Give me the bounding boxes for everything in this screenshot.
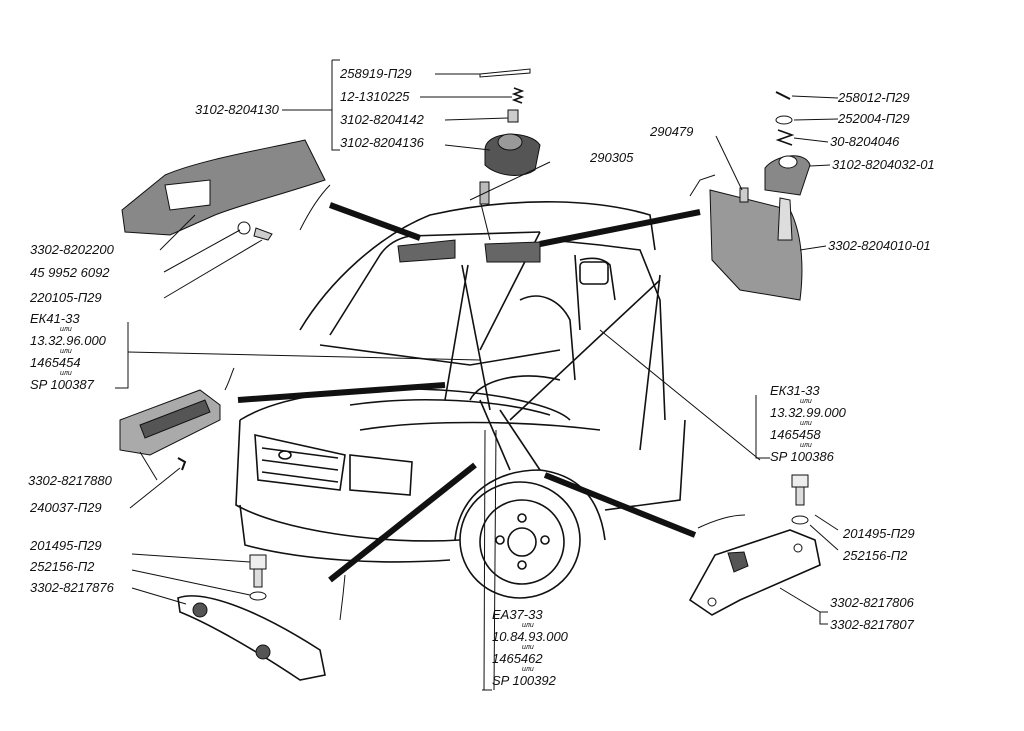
label-3302-8217876: 3302-8217876: [30, 580, 115, 595]
label-290305: 290305: [589, 150, 634, 165]
label-240037: 240037-П29: [29, 500, 102, 515]
ek31-code-0: ЕК31-33: [770, 383, 820, 398]
belt-ea37-stack: ЕА37-33 или 10.84.93.000 или 1465462 или…: [492, 607, 569, 688]
label-220105: 220105-П29: [29, 290, 102, 305]
ea37-or-0: или: [522, 622, 534, 629]
label-258012: 258012-П29: [837, 90, 910, 105]
ea37-or-2: или: [522, 666, 534, 673]
label-258919: 258919-П29: [339, 66, 412, 81]
ea37-code-0: ЕА37-33: [492, 607, 543, 622]
sun-visor-drawing: [709, 91, 811, 301]
ek31-or-0: или: [800, 398, 812, 405]
belt-ek31-stack: ЕК31-33 или 13.32.99.000 или 1465458 или…: [770, 383, 847, 464]
label-201495-right: 201495-П29: [842, 526, 915, 541]
ek41-code-1: 13.32.96.000: [30, 333, 107, 348]
ek31-code-1: 13.32.99.000: [770, 405, 847, 420]
label-290479: 290479: [649, 124, 693, 139]
ea37-code-3: SP 100392: [492, 673, 557, 688]
label-201495-left: 201495-П29: [29, 538, 102, 553]
label-3302-8202200: 3302-8202200: [30, 242, 115, 257]
label-3102-8204130: 3102-8204130: [195, 102, 280, 117]
label-leaders: [115, 59, 839, 691]
label-3302-8217806: 3302-8217806: [830, 595, 915, 610]
ek31-code-2: 1465458: [770, 427, 821, 442]
label-252156-right: 252156-П2: [842, 548, 908, 563]
label-45-9952-6092: 45 9952 6092: [30, 265, 110, 280]
label-12-1310225: 12-1310225: [340, 89, 410, 104]
belt-anchor-plate-right: [688, 474, 821, 616]
label-3302-8217880: 3302-8217880: [28, 473, 113, 488]
ea37-code-1: 10.84.93.000: [492, 629, 569, 644]
label-3102-8204142: 3102-8204142: [340, 112, 425, 127]
ek41-code-0: ЕК41-33: [30, 311, 80, 326]
ea37-code-2: 1465462: [492, 651, 543, 666]
label-30-8204046: 30-8204046: [830, 134, 900, 149]
ek41-or-1: или: [60, 348, 72, 355]
ek41-or-0: или: [60, 326, 72, 333]
visor-mount-parts: [479, 68, 541, 205]
belt-ek41-stack: ЕК41-33 или 13.32.96.000 или 1465454 или…: [30, 311, 107, 392]
label-3302-8217807: 3302-8217807: [830, 617, 915, 632]
label-3102-8204136: 3102-8204136: [340, 135, 425, 150]
ek31-or-1: или: [800, 420, 812, 427]
ek31-or-2: или: [800, 442, 812, 449]
belt-anchor-plate-left: [177, 554, 326, 681]
connector-lines: [127, 174, 761, 691]
ek41-code-2: 1465454: [30, 355, 81, 370]
part-number-labels: 258919-П29 12-1310225 3102-8204142 3102-…: [28, 66, 935, 632]
label-3102-8204032-01: 3102-8204032-01: [832, 157, 935, 172]
label-252156-left: 252156-П2: [29, 559, 95, 574]
grab-handle-drawing: [119, 389, 221, 471]
ea37-or-1: или: [522, 644, 534, 651]
label-252004: 252004-П29: [837, 111, 910, 126]
visor-bracket-drawing: [121, 139, 326, 241]
ek41-code-3: SP 100387: [30, 377, 95, 392]
ek41-or-2: или: [60, 370, 72, 377]
vehicle-cabin-drawing: [235, 201, 686, 599]
ek31-code-3: SP 100386: [770, 449, 835, 464]
label-3302-8204010-01: 3302-8204010-01: [828, 238, 931, 253]
